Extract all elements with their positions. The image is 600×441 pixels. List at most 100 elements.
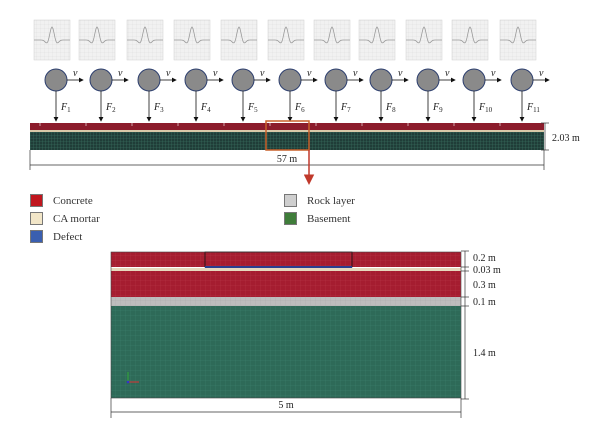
- force-label: F9: [432, 102, 443, 114]
- layer-label-rock: 0.1 m: [473, 297, 496, 308]
- signal-plot: [358, 19, 396, 61]
- top-concrete-layer: [30, 123, 544, 130]
- detail-basement-layer: [111, 306, 461, 398]
- legend-label-ca-mortar: CA mortar: [53, 212, 100, 225]
- wheel: vF6: [278, 68, 318, 122]
- detail-concrete-base: [111, 271, 461, 297]
- signal-plot: [313, 19, 351, 61]
- wheel: vF7: [324, 68, 364, 122]
- force-label-index: 6: [301, 106, 305, 114]
- legend-defect: Defect: [30, 230, 82, 243]
- legend-label-concrete: Concrete: [53, 194, 93, 207]
- force-label-index: 10: [485, 106, 493, 114]
- force-label-index: 11: [533, 106, 540, 114]
- legend-swatch-rock-layer: [284, 194, 297, 207]
- force-label: F8: [385, 102, 396, 114]
- wheel-circle-icon: [89, 68, 113, 92]
- detail-track-slab: [110, 251, 462, 399]
- legend-label-basement: Basement: [307, 212, 351, 225]
- wheel-circle-icon: [324, 68, 348, 92]
- velocity-label: v: [213, 68, 218, 79]
- wheel: vF2: [89, 68, 129, 122]
- top-track-slab: [30, 120, 544, 151]
- layer-label-basement: 1.4 m: [473, 348, 496, 359]
- velocity-label: v: [445, 68, 450, 79]
- wheel-circle-icon: [510, 68, 534, 92]
- legend-swatch-basement: [284, 212, 297, 225]
- force-label: F7: [340, 102, 351, 114]
- top-basement-layer: [30, 132, 544, 150]
- layer-label-slab: 0.2 m: [473, 253, 496, 264]
- wheel: vF3: [137, 68, 177, 122]
- velocity-label: v: [118, 68, 123, 79]
- legend-swatch-ca-mortar: [30, 212, 43, 225]
- detail-concrete-slab: [111, 252, 461, 267]
- wheel-circle-icon: [278, 68, 302, 92]
- force-label-index: 1: [67, 106, 71, 114]
- excitation-signal-plots: [33, 19, 537, 61]
- top-height-label: 2.03 m: [552, 133, 580, 144]
- legend-swatch-defect: [30, 230, 43, 243]
- signal-plot: [220, 19, 258, 61]
- velocity-label: v: [73, 68, 78, 79]
- legend-ca-mortar: CA mortar: [30, 212, 100, 225]
- wheel: vF5: [231, 68, 271, 122]
- legend-concrete: Concrete: [30, 194, 93, 207]
- top-dimensions: 2.03 m 57 m: [29, 122, 580, 170]
- detail-rock-layer: [111, 297, 461, 306]
- legend-label-defect: Defect: [53, 230, 83, 243]
- wheel-circle-icon: [416, 68, 440, 92]
- top-length-label: 57 m: [277, 154, 298, 165]
- signal-plot: [173, 19, 211, 61]
- force-label-index: 2: [112, 106, 116, 114]
- detail-defect-layer: [205, 266, 352, 268]
- wheel: vF8: [369, 68, 409, 122]
- legend-swatch-concrete: [30, 194, 43, 207]
- legend-basement: Basement: [284, 212, 350, 225]
- wheel-circle-icon: [137, 68, 161, 92]
- layer-label-mortar: 0.03 m: [473, 265, 501, 276]
- signal-plot: [451, 19, 489, 61]
- velocity-label: v: [307, 68, 312, 79]
- force-label-index: 3: [160, 106, 164, 114]
- force-label: F5: [247, 102, 258, 114]
- force-label: F11: [526, 102, 540, 114]
- detail-dimensions: 0.2 m 0.03 m 0.3 m 0.1 m 1.4 m 5 m: [110, 250, 501, 418]
- wheel-circle-icon: [184, 68, 208, 92]
- signal-plot: [499, 19, 537, 61]
- wheel-circle-icon: [369, 68, 393, 92]
- velocity-label: v: [539, 68, 544, 79]
- force-label: F2: [105, 102, 116, 114]
- force-label-index: 9: [439, 106, 443, 114]
- velocity-label: v: [260, 68, 265, 79]
- velocity-label: v: [398, 68, 403, 79]
- wheel: vF4: [184, 68, 224, 122]
- force-label: F4: [200, 102, 211, 114]
- force-label-index: 8: [392, 106, 396, 114]
- detail-width-label: 5 m: [278, 400, 294, 411]
- wheel-circle-icon: [44, 68, 68, 92]
- layer-label-base: 0.3 m: [473, 280, 496, 291]
- signal-plot: [267, 19, 305, 61]
- legend-rock-layer: Rock layer: [284, 194, 355, 207]
- signal-plot: [33, 19, 71, 61]
- force-label: F3: [153, 102, 164, 114]
- force-label-index: 7: [347, 106, 351, 114]
- legend-label-rock-layer: Rock layer: [307, 194, 355, 207]
- wheel: vF1: [44, 68, 84, 122]
- force-label-index: 5: [254, 106, 258, 114]
- top-mortar-layer: [30, 130, 544, 132]
- detail-mortar-layer: [111, 268, 461, 271]
- force-label-index: 4: [207, 106, 211, 114]
- force-label: F6: [294, 102, 305, 114]
- velocity-label: v: [353, 68, 358, 79]
- force-label: F1: [60, 102, 71, 114]
- velocity-label: v: [166, 68, 171, 79]
- wheel-circle-icon: [462, 68, 486, 92]
- wheel-circle-icon: [231, 68, 255, 92]
- axis-triad-icon: [126, 372, 139, 384]
